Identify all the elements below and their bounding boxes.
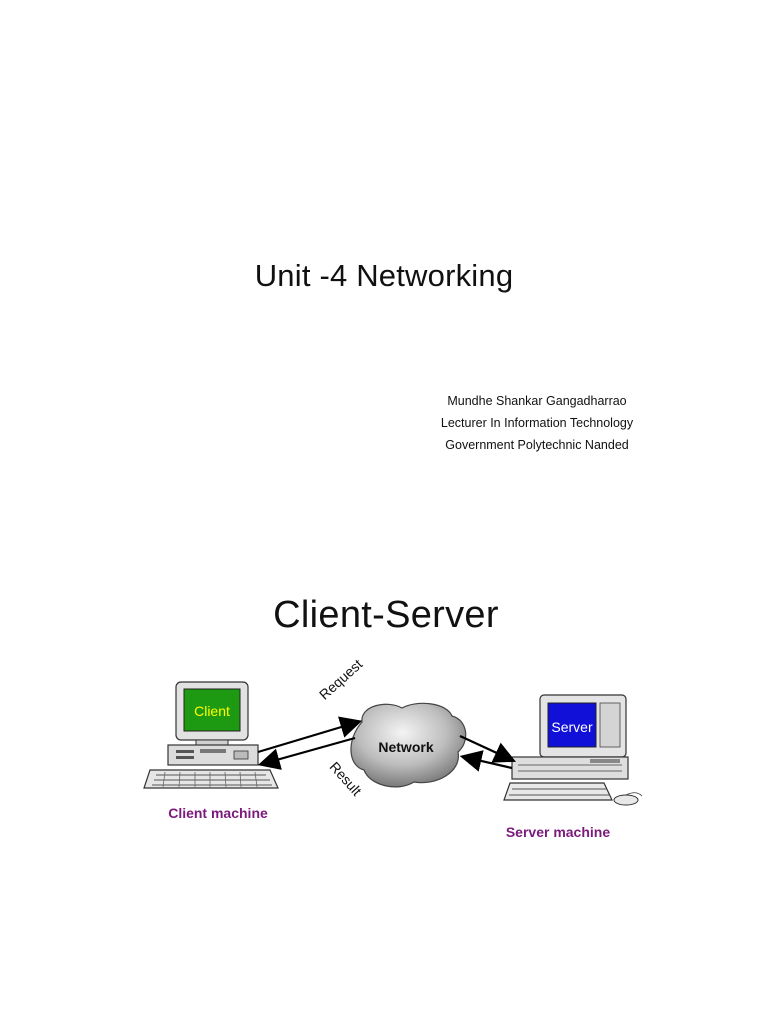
author-institution: Government Polytechnic Nanded [445,438,629,452]
document-title: Unit -4 Networking [254,258,514,293]
request-arrow [257,716,363,754]
server-machine-caption: Server machine [506,824,610,840]
server-computer-icon [503,694,643,806]
result-server-arrow [459,750,513,772]
author-block: Mundhe Shankar Gangadharrao Lecturer In … [414,390,660,456]
network-cloud-icon [350,702,467,788]
client-machine-caption: Client machine [168,805,268,821]
client-computer-icon [143,681,279,789]
client-screen-label: Client [194,703,230,719]
server-screen [547,702,597,748]
diagram-title: Client-Server [273,594,499,636]
author-role: Lecturer In Information Technology [440,416,634,430]
client-screen [183,688,241,732]
result-arrow [257,736,356,770]
request-server-arrow [459,735,516,763]
server-screen-label: Server [551,719,593,735]
author-name: Mundhe Shankar Gangadharrao [447,394,627,408]
network-label: Network [378,739,433,755]
request-label: Request [316,656,366,703]
client-server-diagram: Client Server Network Request Result Cli… [143,656,643,840]
